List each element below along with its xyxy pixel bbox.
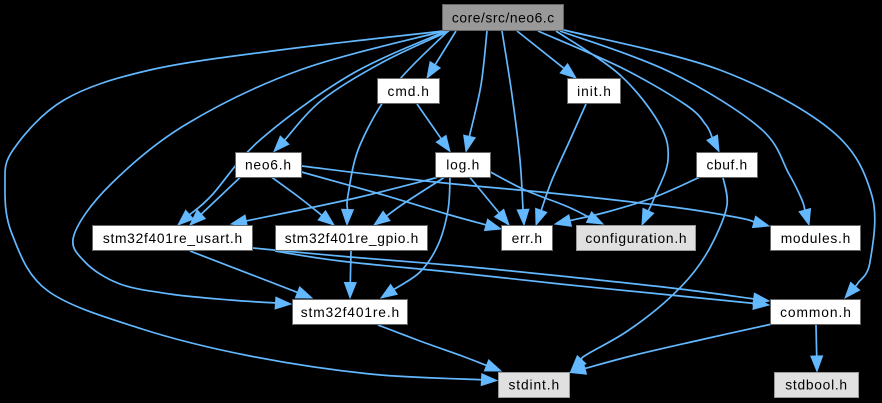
- svg-text:cbuf.h: cbuf.h: [706, 158, 747, 173]
- svg-text:log.h: log.h: [446, 158, 479, 173]
- svg-text:stm32f401re.h: stm32f401re.h: [301, 305, 399, 320]
- svg-text:modules.h: modules.h: [781, 231, 851, 246]
- svg-text:init.h: init.h: [577, 84, 611, 99]
- svg-text:stdint.h: stdint.h: [508, 378, 559, 393]
- svg-text:common.h: common.h: [780, 305, 851, 320]
- svg-text:configuration.h: configuration.h: [585, 231, 686, 246]
- svg-text:stm32f401re_usart.h: stm32f401re_usart.h: [103, 231, 242, 246]
- svg-text:stdbool.h: stdbool.h: [785, 378, 847, 393]
- svg-text:core/src/neo6.c: core/src/neo6.c: [452, 11, 554, 26]
- svg-text:cmd.h: cmd.h: [387, 84, 429, 99]
- svg-text:err.h: err.h: [512, 231, 542, 246]
- svg-text:stm32f401re_gpio.h: stm32f401re_gpio.h: [285, 231, 419, 246]
- svg-text:neo6.h: neo6.h: [245, 158, 291, 173]
